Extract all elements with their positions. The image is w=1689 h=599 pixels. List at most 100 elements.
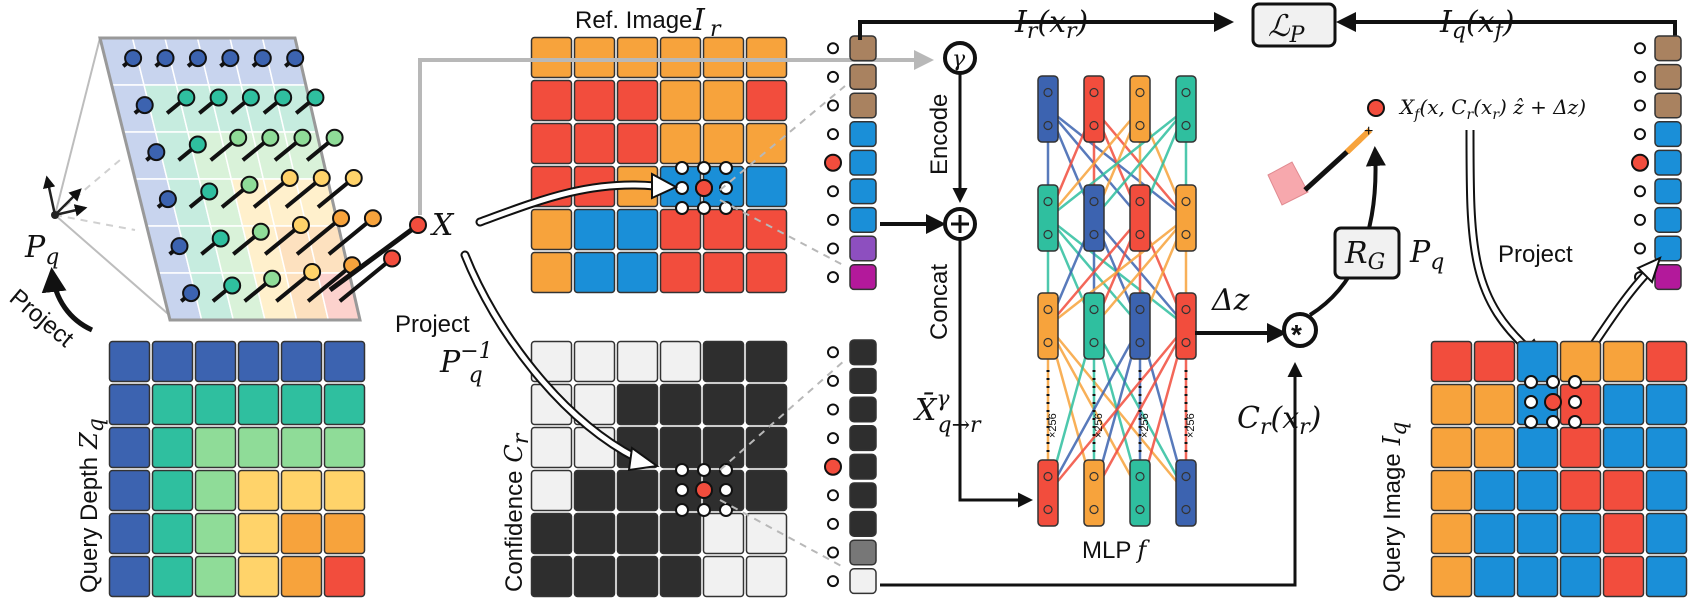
camera-axes-icon	[43, 175, 88, 219]
stencil-dot	[1524, 415, 1538, 429]
ref-image-cell	[616, 122, 659, 165]
query-depth-cell	[323, 555, 366, 598]
mlp-connection	[1093, 217, 1187, 327]
mlp-neuron	[1181, 304, 1191, 315]
query-depth-cell	[237, 340, 280, 383]
query-depth-cell	[323, 383, 366, 426]
mlp-neuron	[1181, 471, 1191, 482]
query-image-grid	[1430, 340, 1688, 598]
confidence-cell	[659, 340, 702, 383]
stencil-dot	[675, 181, 689, 195]
confidence-cell	[702, 383, 745, 426]
svg-text:*: *	[1291, 319, 1302, 350]
stencil-dot	[1568, 415, 1582, 429]
query-depth-cell	[108, 340, 151, 383]
mlp-neuron	[1043, 337, 1053, 348]
depth-pin-head	[221, 49, 240, 68]
confidence-cell	[616, 555, 659, 598]
query-depth-cell	[151, 426, 194, 469]
query-image-cell	[1473, 340, 1516, 383]
mlp-connection	[1047, 108, 1141, 219]
feature-dot	[827, 489, 839, 502]
confidence-cell	[702, 340, 745, 383]
query-image-cell	[1559, 512, 1602, 555]
depth-pin-head	[286, 49, 305, 68]
depth-pin-head	[332, 209, 351, 228]
query-image-cell	[1473, 383, 1516, 426]
mlp-neuron-bar	[1175, 459, 1197, 527]
depth-pin-head	[182, 284, 201, 303]
depth-pin-head	[188, 135, 207, 154]
confidence-cell	[745, 426, 788, 469]
mlp-neuron-bar	[1083, 292, 1105, 360]
query-depth-cell	[108, 512, 151, 555]
feature-cell	[849, 121, 877, 148]
feature-cell	[849, 35, 877, 62]
query-depth-cell	[323, 469, 366, 512]
iq-xf-label: Iq(xf)	[1439, 5, 1514, 44]
feature-dot	[827, 128, 839, 141]
ref-image-cell	[702, 79, 745, 122]
feature-dot	[1634, 242, 1646, 255]
depth-pin-head	[383, 249, 402, 268]
query-depth-cell	[108, 469, 151, 512]
query-image-cell	[1645, 512, 1688, 555]
feature-cell	[1654, 121, 1682, 148]
query-depth-cell	[323, 426, 366, 469]
query-image-cell	[1430, 555, 1473, 598]
stencil-dot	[675, 503, 689, 517]
query-feature-column	[1631, 35, 1682, 291]
svg-text:r: r	[710, 17, 722, 42]
rg-box: RG	[1333, 226, 1401, 280]
ref-image-cell	[573, 208, 616, 251]
depth-pin-head	[188, 49, 207, 68]
confidence-cell	[616, 383, 659, 426]
ir-xr-label: Ir(xr)	[1014, 5, 1088, 44]
svg-text:Ref. Image: Ref. Image	[575, 7, 692, 34]
depth-pin	[338, 256, 394, 303]
ref-image-cell	[530, 208, 573, 251]
feature-dot	[827, 99, 839, 112]
depth-pin	[327, 216, 375, 256]
query-depth-cell	[280, 555, 323, 598]
stencil-dot	[1524, 395, 1538, 409]
stencil-dot	[675, 161, 689, 175]
depth-pin-head	[306, 88, 325, 107]
ref-image-cell	[702, 36, 745, 79]
query-depth-cell	[194, 469, 237, 512]
query-point-pin	[328, 216, 427, 293]
mlp-repeat-label: ×256	[1185, 413, 1197, 438]
ref-image-cell	[530, 251, 573, 294]
svg-text:I: I	[692, 3, 706, 38]
mlp-neuron	[1135, 87, 1145, 98]
concat-node	[943, 207, 977, 241]
query-image-cell	[1602, 383, 1645, 426]
feature-cell	[1654, 92, 1682, 119]
mlp-neuron	[1043, 87, 1053, 98]
depth-pin-head	[241, 88, 260, 107]
stencil-dot	[1546, 375, 1560, 389]
mlp-neuron	[1089, 471, 1099, 482]
query-depth-cell	[280, 383, 323, 426]
svg-text:γ: γ	[952, 47, 966, 72]
confidence-cell	[659, 555, 702, 598]
confidence-cell	[745, 469, 788, 512]
gamma-encode-node: γ	[943, 41, 977, 75]
depth-pin-head	[325, 128, 344, 147]
confidence-cell	[745, 512, 788, 555]
mlp-neuron	[1089, 196, 1099, 207]
query-image-cell	[1430, 340, 1473, 383]
confidence-cell	[573, 469, 616, 512]
confidence-cell	[530, 512, 573, 555]
feature-dot	[827, 242, 839, 255]
mlp-connection	[1047, 217, 1187, 327]
confidence-cell	[530, 426, 573, 469]
feature-cell	[849, 425, 877, 452]
mlp-neuron-bar	[1037, 184, 1059, 252]
mlp-neuron	[1089, 304, 1099, 315]
confidence-cell	[530, 469, 573, 512]
stencil-dot	[719, 483, 733, 497]
feature-cell	[849, 178, 877, 205]
ref-image-cell	[573, 122, 616, 165]
